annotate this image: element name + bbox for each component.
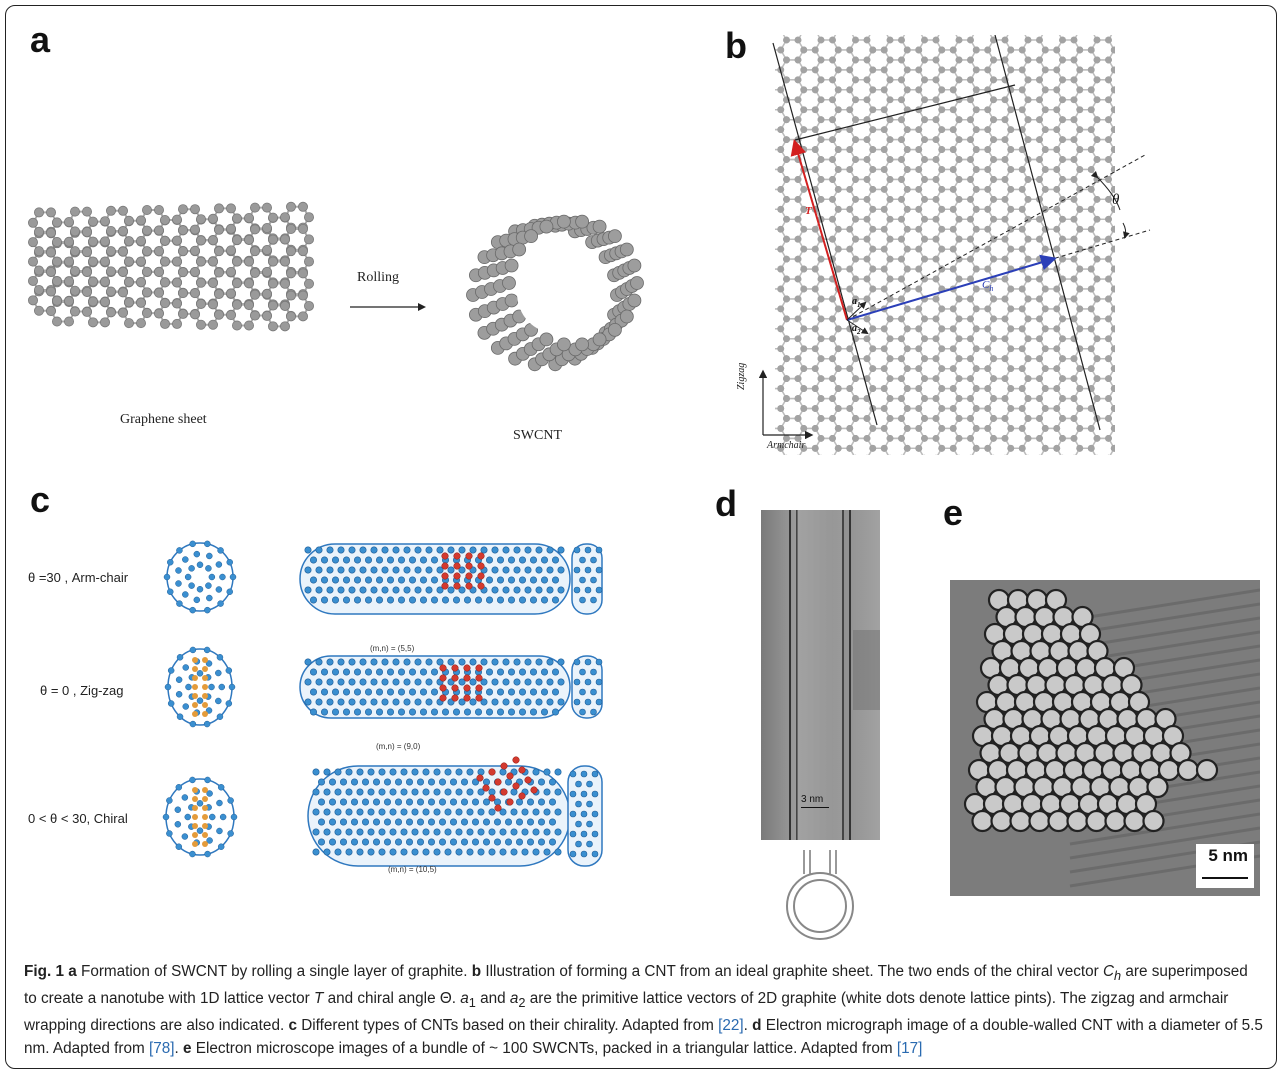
a2-label: a2	[852, 323, 861, 336]
panel-d-label: d	[715, 483, 737, 524]
panel-b-label: b	[725, 25, 747, 66]
graphene-sheet-label: Graphene sheet	[120, 412, 207, 427]
dwcnt-cross-section	[786, 850, 854, 940]
d-scale-label: 3 nm	[801, 794, 824, 805]
figure-caption: Fig. 1 a Formation of SWCNT by rolling a…	[24, 963, 1263, 1058]
ch-vector-label: Ch	[982, 279, 994, 294]
rolling-arrow	[350, 303, 426, 311]
swcnt-label: SWCNT	[513, 428, 562, 443]
zigzag-index: (m,n) = (9,0)	[376, 742, 421, 751]
t-vector-label: T	[805, 205, 812, 217]
panel-a-label: a	[30, 19, 51, 60]
graphene-sheet-drawing	[27, 201, 314, 332]
zigzag-row-label: θ = 0 , Zig-zag	[40, 683, 124, 698]
armchair-direction-label: Armchair	[767, 440, 806, 451]
swcnt-drawing	[466, 214, 644, 372]
ref-78-link[interactable]: [78]	[149, 1040, 175, 1058]
armchair-row-label: θ =30 , Arm-chair	[28, 570, 129, 585]
double-walled-cnt-micrograph: 3 nm	[761, 510, 880, 840]
e-scale-label: 5 nm	[1208, 846, 1248, 865]
a1-label: a1	[852, 296, 861, 309]
panel-e-label: e	[943, 492, 964, 533]
figure-frame	[5, 5, 1277, 1069]
rolling-label: Rolling	[357, 270, 400, 285]
chiral-row-label: 0 < θ < 30, Chiral	[28, 811, 128, 826]
chiral-vector-diagram	[758, 35, 1151, 455]
swcnt-bundle-micrograph: 5 nm	[950, 580, 1260, 896]
panel-c-label: c	[30, 479, 51, 520]
cnt-chirality-models	[162, 540, 603, 867]
chiral-index: (m,n) = (10,5)	[388, 865, 437, 874]
theta-label: θ	[1112, 192, 1120, 208]
ref-22-link[interactable]: [22]	[718, 1017, 744, 1035]
zigzag-direction-label: Zigzag	[736, 362, 747, 390]
ref-17-link[interactable]: [17]	[896, 1040, 923, 1058]
armchair-index: (m,n) = (5,5)	[370, 644, 415, 653]
